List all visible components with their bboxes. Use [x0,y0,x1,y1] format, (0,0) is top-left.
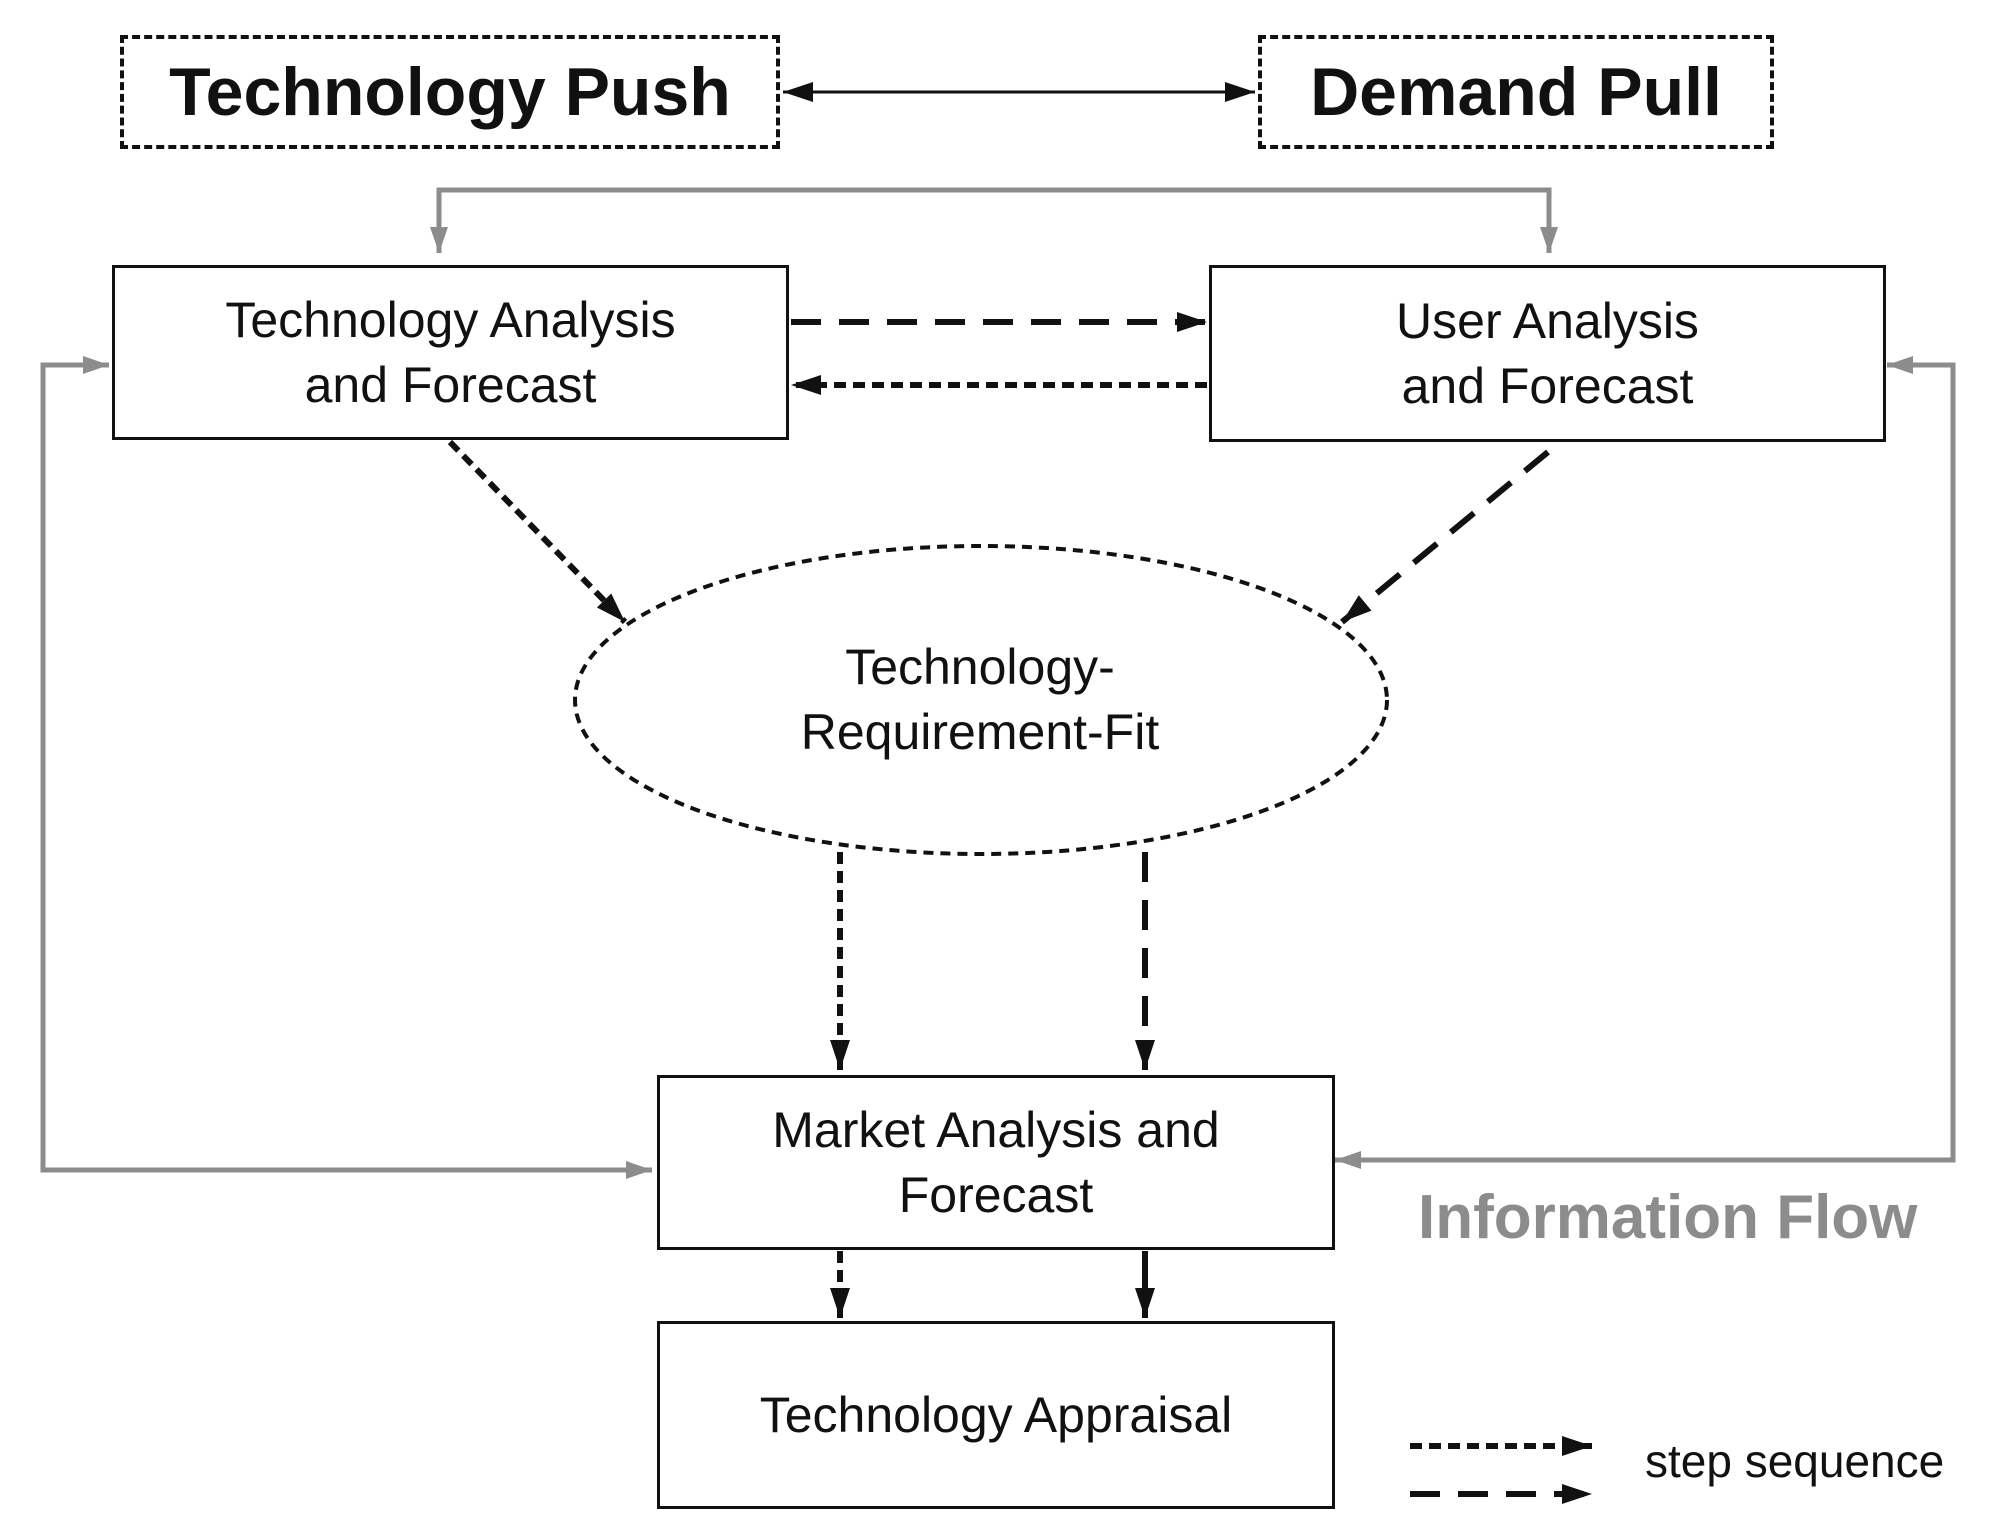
information-flow-label: Information Flow [1418,1183,1918,1252]
technology-push-box: Technology Push [120,35,780,149]
info-flow-left-loop [40,356,652,1179]
info-flow-top-bracket [430,187,1558,253]
user-analysis-label: User Analysis and Forecast [1396,292,1699,414]
demand-pull-box: Demand Pull [1258,35,1774,149]
info-flow-right-loop [1335,356,1956,1169]
technology-appraisal-label: Technology Appraisal [759,1386,1233,1443]
fit-node: Technology- Requirement-Fit [620,600,1340,800]
technology-analysis-node: Technology Analysis and Forecast [112,265,789,440]
technology-push-label: Technology Push [169,54,731,130]
user-analysis-node: User Analysis and Forecast [1209,265,1886,442]
technology-appraisal-node: Technology Appraisal [657,1321,1335,1509]
market-analysis-label: Market Analysis and Forecast [772,1101,1220,1223]
market-analysis-node: Market Analysis and Forecast [657,1075,1335,1250]
demand-pull-label: Demand Pull [1310,54,1722,130]
technology-analysis-label: Technology Analysis and Forecast [225,291,676,413]
user-to-fit-arrow [1340,449,1550,625]
legend-label: step sequence [1645,1435,1945,1487]
fit-label: Technology- Requirement-Fit [800,639,1160,760]
tech-to-fit-arrow [447,439,628,625]
